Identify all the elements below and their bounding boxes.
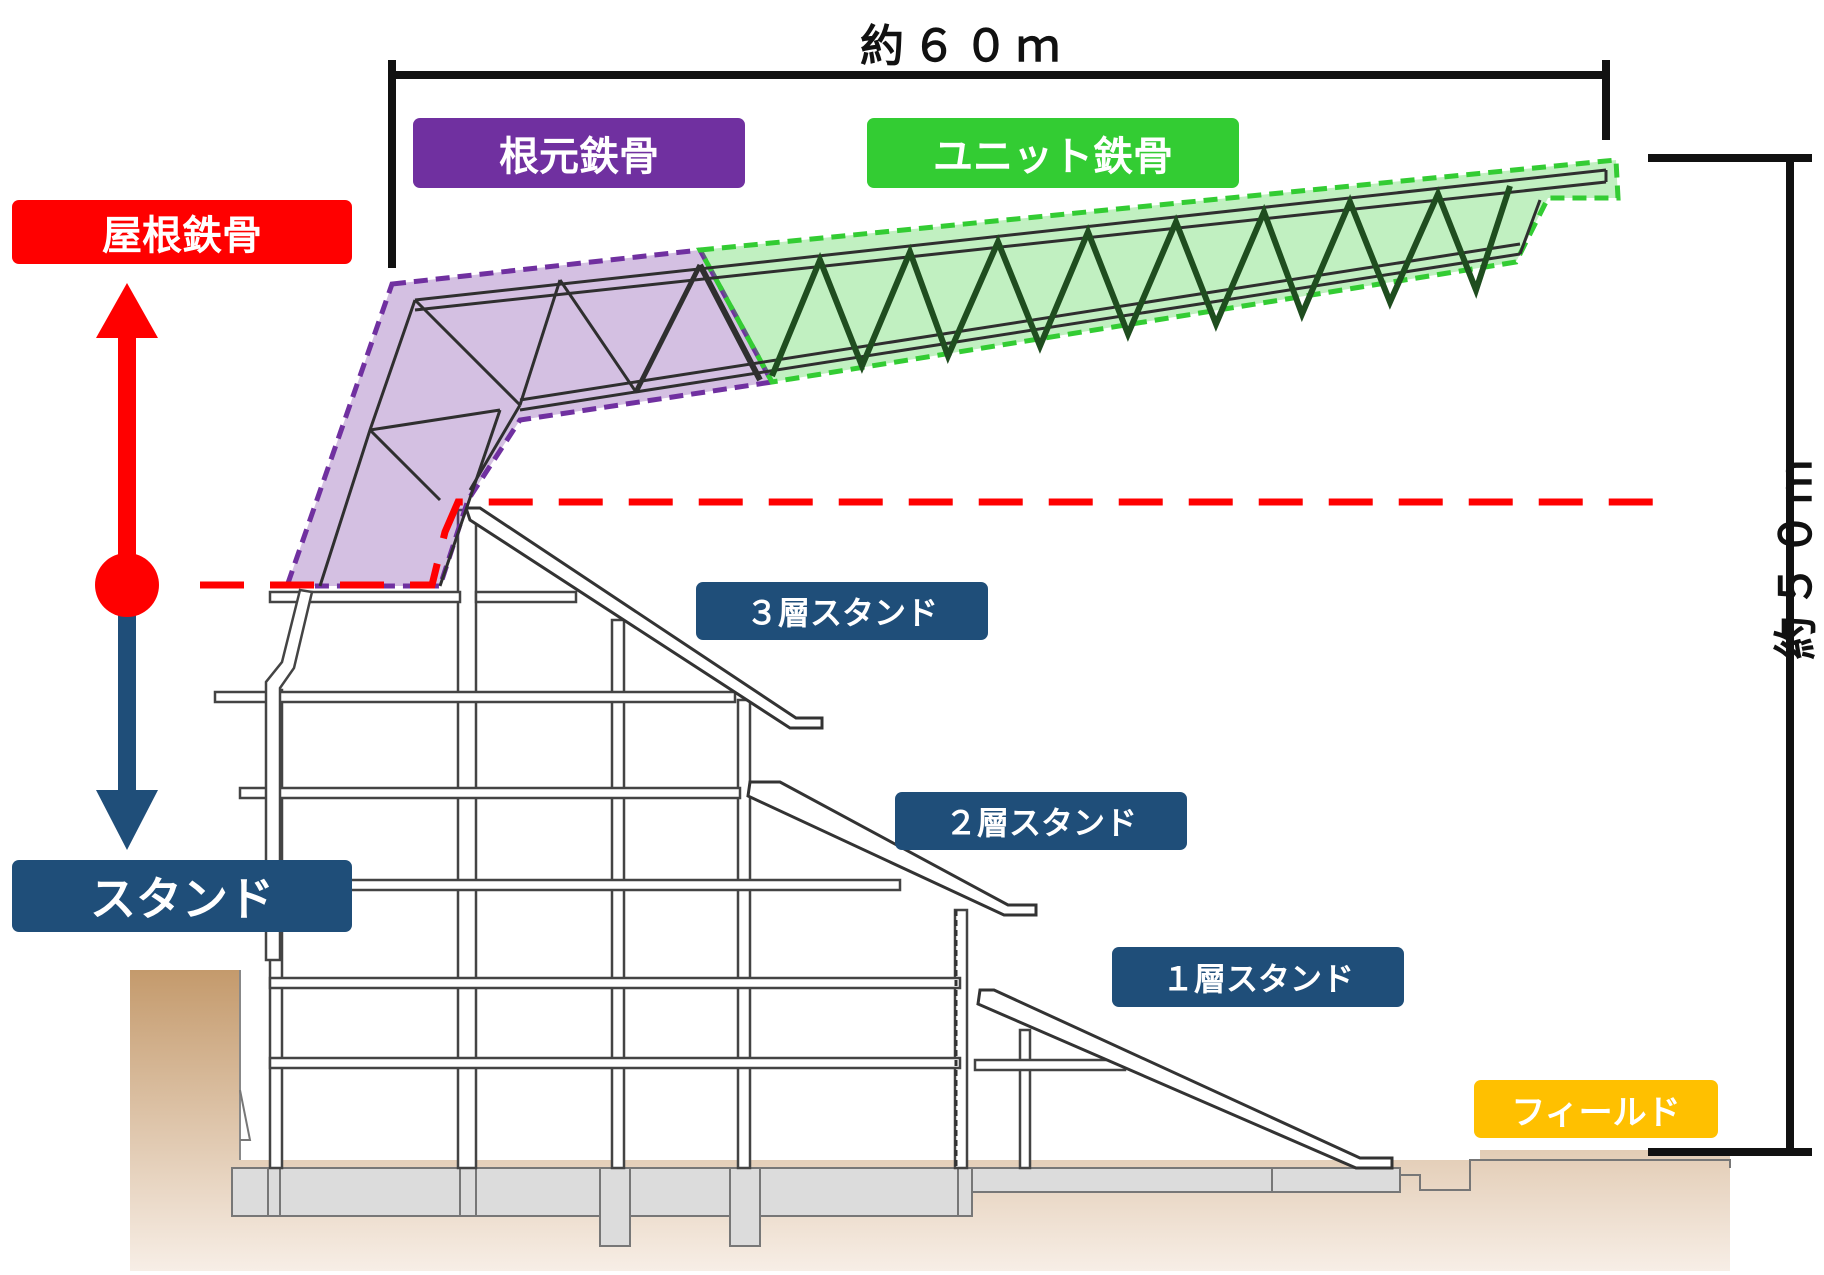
foundation [231, 1089, 1731, 1247]
unit-truss-diagonals [769, 185, 1513, 378]
field-label: フィールド [1474, 1080, 1718, 1138]
roof-truss [318, 168, 1608, 587]
unit-steel-region [695, 157, 1621, 385]
stand-label: スタンド [12, 860, 352, 932]
stand-rakers [463, 506, 1394, 1170]
root-steel-label: 根元鉄骨 [413, 118, 745, 188]
root-steel-region [283, 247, 776, 589]
height-dimension-line [1648, 154, 1812, 1156]
roof-steel-label: 屋根鉄骨 [12, 200, 352, 264]
stand2-label: ２層スタンド [895, 792, 1187, 850]
division-arrow [95, 283, 159, 850]
stand-floors [213, 590, 1127, 1072]
reference-lines [200, 498, 1660, 589]
width-dimension-label: 約６０ｍ [860, 21, 1068, 72]
stand1-label: １層スタンド [1112, 947, 1404, 1007]
height-dimension-label: 約５０ｍ [1771, 452, 1822, 660]
width-dimension-line [388, 60, 1610, 268]
stand3-label: ３層スタンド [696, 582, 988, 640]
unit-steel-label: ユニット鉄骨 [867, 118, 1239, 188]
